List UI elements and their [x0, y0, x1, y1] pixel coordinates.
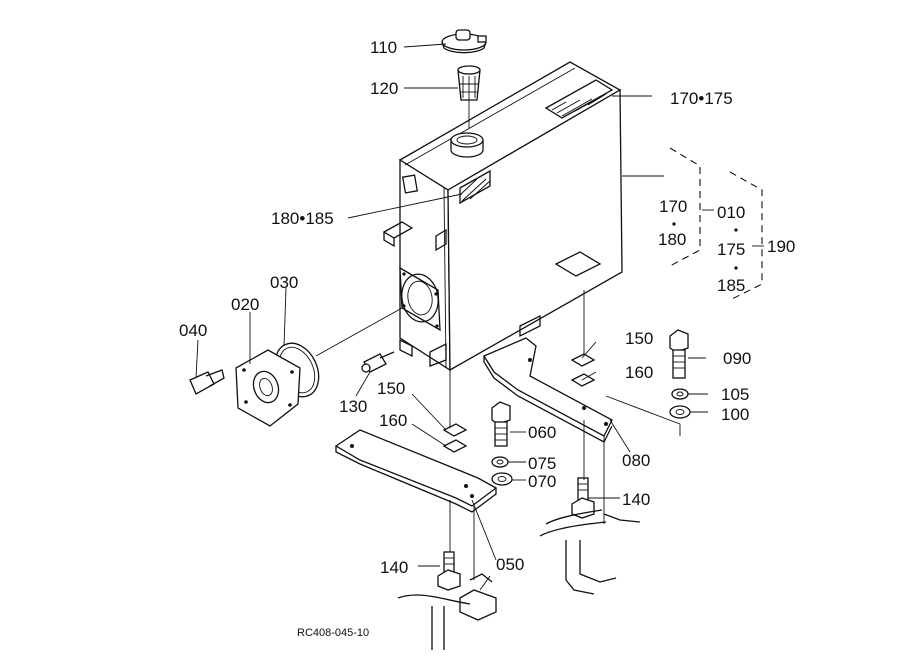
callout-060: 060: [528, 423, 556, 442]
spring-washer-075: [491, 456, 509, 468]
frame-lower: [397, 509, 641, 650]
leader-lines: [195, 43, 764, 591]
callout-110: 110: [370, 38, 397, 57]
callout-175: 175: [717, 240, 745, 259]
stud-bolt-140-left: [437, 551, 461, 591]
callout-090: 090: [723, 349, 751, 368]
warning-decal-top: [544, 79, 614, 119]
group-bracket-inner: [669, 147, 701, 267]
callout-070: 070: [528, 472, 556, 491]
inspection-opening: [399, 266, 441, 332]
callout-100: 100: [721, 405, 749, 424]
bolt-090: [669, 329, 689, 379]
support-bracket-left: [334, 429, 498, 513]
callout-050: 050: [496, 555, 524, 574]
callout-180-185: 180•185: [271, 209, 334, 228]
callout-150-left: 150: [377, 379, 405, 398]
washer-100: [669, 405, 691, 419]
fuel-tank: [382, 61, 623, 372]
callout-120: 120: [370, 79, 398, 98]
callout-170-175: 170•175: [670, 89, 733, 108]
callout-170: 170: [659, 197, 687, 216]
group-bracket-outer: [729, 171, 763, 301]
callout-190: 190: [767, 237, 795, 256]
callout-080: 080: [622, 451, 650, 470]
callout-105: 105: [721, 385, 749, 404]
drain-plug: [189, 369, 225, 395]
callout-180: 180: [658, 230, 686, 249]
callout-140-right: 140: [622, 490, 650, 509]
drain-cock: [361, 351, 395, 373]
fuel-strainer: [457, 65, 481, 128]
warning-decal-side: [459, 169, 491, 205]
washer-070: [491, 472, 513, 486]
callout-130: 130: [339, 397, 367, 416]
spring-washer-105: [671, 388, 689, 400]
callout-185: 185: [717, 276, 745, 295]
callout-160-right: 160: [625, 363, 653, 382]
callout-020: 020: [231, 295, 259, 314]
callout-010: 010: [717, 203, 745, 222]
callout-160-left: 160: [379, 411, 407, 430]
filler-neck: [450, 132, 484, 158]
stud-bolt-140-right: [571, 477, 595, 519]
callout-140-left: 140: [380, 558, 408, 577]
callout-150-right: 150: [625, 329, 653, 348]
bolt-060: [491, 401, 511, 447]
shim-right: [570, 353, 596, 387]
callout-030: 030: [270, 273, 298, 292]
support-bracket-right: [483, 337, 613, 443]
fuel-cap: [441, 29, 487, 54]
shim-left: [442, 423, 468, 453]
drawing-code: RC408-045-10: [297, 627, 369, 639]
callout-075: 075: [528, 454, 556, 473]
cover-plate: [235, 349, 301, 427]
callout-040: 040: [179, 321, 207, 340]
